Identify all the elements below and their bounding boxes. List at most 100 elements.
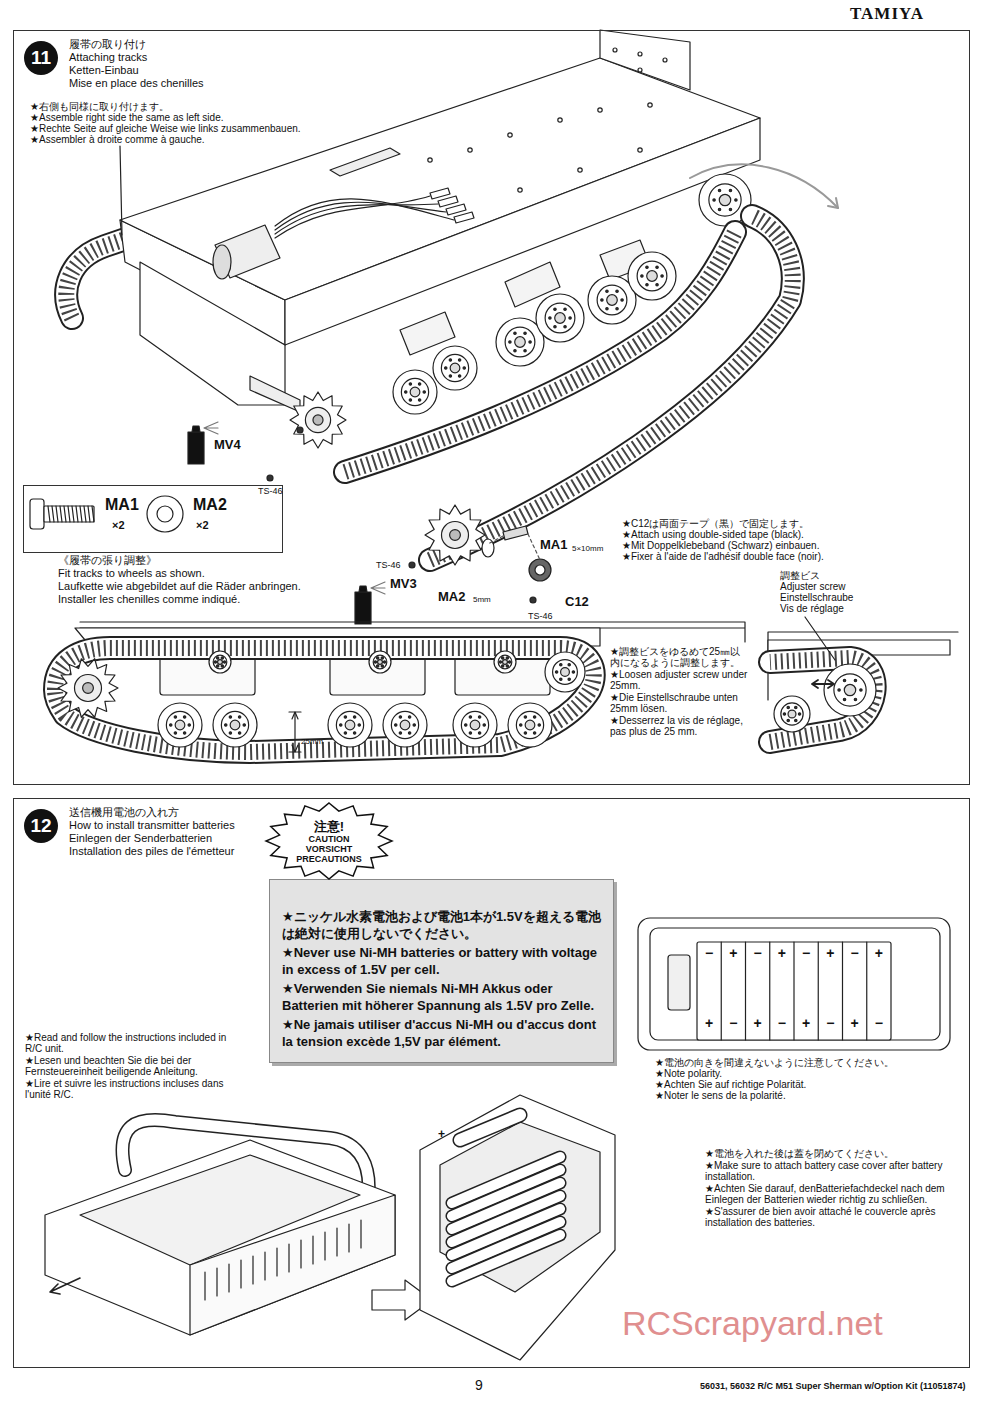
deck-hole [638,148,642,152]
wheel-bolt [529,341,531,343]
mount-hole [613,48,617,52]
polarity-note: ★電池の向きを間違えないように注意してください。 [655,1057,894,1068]
wheel-bolt [533,732,535,734]
washer [147,496,183,532]
vent-line [312,1236,313,1264]
screw-thread [48,506,50,522]
dimension: 5mm [473,596,491,605]
vent-line [252,1256,253,1284]
washer-hole [157,506,173,522]
adjust-note: ★Die Einstellschraube unten 25mm lösen. [610,692,750,714]
polarity-sign: − [826,1016,834,1031]
wheel-disc [166,711,193,738]
track-side-view [55,648,594,752]
wheel-hub [515,337,526,348]
tape-note: ★Attach using double-sided tape (black). [622,529,804,540]
wheel-bolt [564,308,566,310]
wheel-hub [788,710,796,718]
wheel-hub [844,684,855,695]
step-title: Installation des piles de l'émetteur [69,845,235,858]
wheel-bolt [656,284,658,286]
paint-dot [409,562,415,568]
suspension-unit [330,655,425,695]
track-strand [690,164,838,208]
wheel-disc [461,711,488,738]
wheel-bolt [216,665,218,667]
wheel-bolt [395,724,397,726]
wheel-bolt [514,332,516,334]
wheel-bolt [458,375,460,377]
drive-sprocket [425,505,485,565]
near-track [430,216,793,560]
wheel-bolt [344,716,346,718]
vent-line [288,1244,289,1272]
suspension-unit [160,655,255,695]
brand-name: TAMIYA [850,5,924,24]
road-wheel [433,346,477,390]
wheel-bolt [533,716,535,718]
collar [529,559,551,581]
wheel-bolt [183,732,185,734]
wheel-hub [410,387,420,397]
wheel-bolt [606,308,608,310]
battery-case-tab [668,955,690,1010]
step-number: 11 [24,41,58,75]
deck-hole [648,103,652,107]
deck-hole [578,168,582,172]
wire [275,202,446,230]
part-code: MA1 [540,538,567,552]
part-code: MA2 [438,590,465,604]
vent-line [348,1224,349,1252]
polarity-sign: + [754,1016,762,1031]
deck-hole [428,158,432,162]
wheel-bolt [713,199,715,201]
tape-note: ★C12は両面テープ（黒）で固定します。 [622,518,809,529]
wheel-disc [516,711,543,738]
wheel-bolt [514,350,516,352]
part-code: MA2 [193,496,227,514]
screw-thread [84,506,86,522]
assembly-note: ★Rechte Seite auf gleiche Weise wie link… [30,123,301,134]
wheel-hub [719,194,730,205]
wheel-bolt [445,367,447,369]
wheel-hub [450,363,460,373]
rc-note: ★Read and follow the instructions includ… [25,1032,245,1054]
tape-note: ★Fixer à l'aide de l'adhésif double face… [622,551,824,562]
drive-sprocket-hub [442,522,469,549]
road-wheel [328,703,372,747]
adjust-note: ★調整ビスをゆるめて25㎜以内になるように調整します。 [610,646,750,668]
leader-line [120,146,122,235]
line-art [30,30,958,1360]
paint-code: TS-46 [258,487,283,497]
wheel-disc [505,327,535,357]
wheel-bolt [549,317,551,319]
wheel-bolt [616,308,618,310]
polarity-sign: − [729,1016,737,1031]
wheel-bolt [718,189,720,191]
wheel-bolt [174,732,176,734]
wheel-bolt [214,661,216,663]
wheel-disc [597,285,627,315]
wheel-bolt [381,665,383,667]
wheel-bolt [340,724,342,726]
step-number: 12 [24,809,58,843]
cell-divider [866,942,867,1040]
starburst-shape [266,803,392,879]
battery [460,1115,520,1140]
screw-thread [72,506,74,522]
caution-starburst: 注意!CAUTIONVORSICHTPRECAUTIONS [264,801,394,881]
drive-sprocket-axle [83,683,94,694]
wheel-bolt [735,199,737,201]
mount-hole [638,68,642,72]
wheel-bolt [568,664,570,666]
watermark: RCScrapyard.net [622,1305,883,1342]
quantity: ×2 [112,519,125,531]
wheel-bolt [554,308,556,310]
wheel-bolt [478,732,480,734]
wheel-bolt [795,706,797,708]
wheel-bolt [358,724,360,726]
wire-plug [446,204,466,215]
caution-text: ★Verwenden Sie niemals Ni-MH Akkus oder … [282,980,603,1014]
wheel-bolt [538,724,540,726]
spray-can-cap [192,426,200,432]
